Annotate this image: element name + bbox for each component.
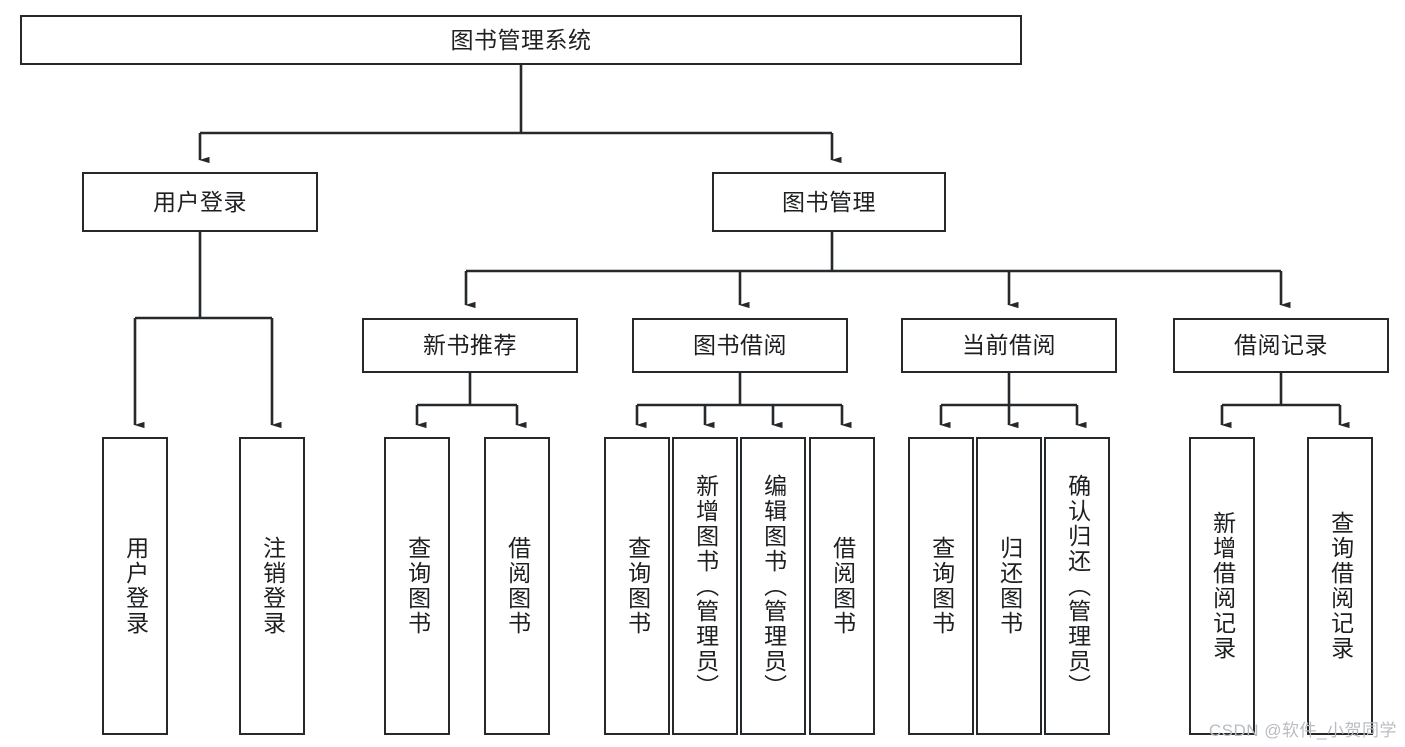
leaf-logout-label: 注销登录	[259, 536, 286, 636]
leaf-add-borrow-record[interactable]: 新增借阅记录	[1189, 437, 1255, 735]
node-current-borrow-label: 当前借阅	[962, 332, 1056, 359]
leaf-edit-book-admin[interactable]: 编辑图书（管理员）	[740, 437, 806, 735]
leaf-query-book-current-label: 查询图书	[928, 536, 955, 636]
leaf-query-book-borrow-label: 查询图书	[624, 536, 651, 636]
leaf-borrow-book-new-label: 借阅图书	[504, 536, 531, 636]
node-new-book-recommend-label: 新书推荐	[423, 332, 517, 359]
leaf-borrow-book-new[interactable]: 借阅图书	[484, 437, 550, 735]
leaf-return-book-label: 归还图书	[996, 536, 1023, 636]
leaf-query-book-new[interactable]: 查询图书	[384, 437, 450, 735]
node-root[interactable]: 图书管理系统	[20, 15, 1022, 65]
node-root-label: 图书管理系统	[450, 26, 592, 53]
node-borrow-record-label: 借阅记录	[1234, 332, 1328, 359]
leaf-query-book-current[interactable]: 查询图书	[908, 437, 974, 735]
leaf-confirm-return-admin[interactable]: 确认归还（管理员）	[1044, 437, 1110, 735]
node-user-login[interactable]: 用户登录	[82, 172, 318, 232]
node-new-book-recommend[interactable]: 新书推荐	[362, 318, 578, 373]
node-book-borrow-label: 图书借阅	[693, 332, 787, 359]
leaf-logout[interactable]: 注销登录	[239, 437, 305, 735]
node-book-management[interactable]: 图书管理	[712, 172, 946, 232]
node-current-borrow[interactable]: 当前借阅	[901, 318, 1117, 373]
leaf-edit-book-admin-label: 编辑图书（管理员）	[760, 473, 787, 699]
leaf-query-book-new-label: 查询图书	[404, 536, 431, 636]
node-book-management-label: 图书管理	[782, 188, 876, 215]
leaf-add-book-admin[interactable]: 新增图书（管理员）	[672, 437, 738, 735]
leaf-user-login-label: 用户登录	[122, 536, 149, 636]
leaf-borrow-book[interactable]: 借阅图书	[809, 437, 875, 735]
leaf-query-borrow-record-label: 查询借阅记录	[1327, 511, 1354, 661]
leaf-add-book-admin-label: 新增图书（管理员）	[692, 473, 719, 699]
leaf-query-book-borrow[interactable]: 查询图书	[604, 437, 670, 735]
leaf-add-borrow-record-label: 新增借阅记录	[1209, 511, 1236, 661]
node-borrow-record[interactable]: 借阅记录	[1173, 318, 1389, 373]
leaf-confirm-return-admin-label: 确认归还（管理员）	[1064, 473, 1091, 699]
leaf-query-borrow-record[interactable]: 查询借阅记录	[1307, 437, 1373, 735]
leaf-return-book[interactable]: 归还图书	[976, 437, 1042, 735]
node-book-borrow[interactable]: 图书借阅	[632, 318, 848, 373]
leaf-borrow-book-label: 借阅图书	[829, 536, 856, 636]
leaf-user-login[interactable]: 用户登录	[102, 437, 168, 735]
node-user-login-label: 用户登录	[153, 188, 247, 215]
